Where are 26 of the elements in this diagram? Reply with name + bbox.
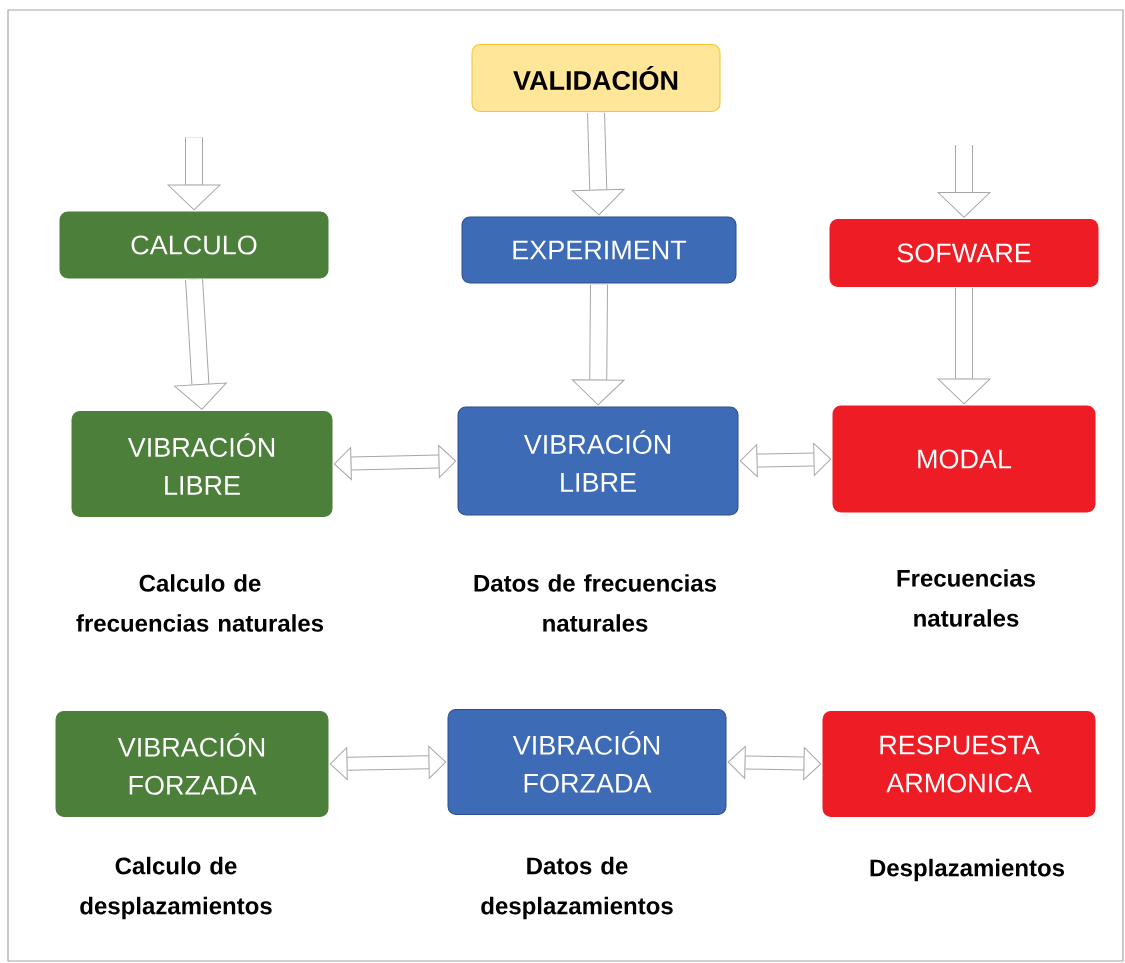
process-box: VIBRACIÓN LIBRE: [71, 411, 333, 517]
caption-text: Frecuencias naturales: [897, 569, 1036, 627]
caption-text: Datos de desplazamientos: [481, 856, 673, 920]
hollow-arrow: [937, 288, 991, 405]
caption-text: Calculo de desplazamientos: [80, 856, 272, 920]
hollow-arrow: [727, 745, 822, 781]
caption-text: Desplazamientos: [870, 858, 1065, 882]
caption-text: Datos de frecuencias naturales: [474, 574, 717, 632]
hollow-arrow: [937, 145, 991, 218]
process-box: MODAL: [832, 405, 1096, 513]
title-box: EXPERIMENT: [461, 216, 737, 284]
process-box: RESPUESTA ARMONICA: [822, 711, 1096, 817]
hollow-arrow: [571, 112, 625, 216]
hollow-arrow: [571, 284, 625, 406]
hollow-arrow: [174, 278, 227, 410]
process-box: VIBRACIÓN LIBRE: [457, 406, 739, 516]
title-box: VALIDACIÓN: [471, 44, 721, 112]
process-box: VIBRACIÓN FORZADA: [447, 709, 727, 815]
title-box: SOFWARE: [829, 219, 1099, 287]
hollow-arrow: [329, 745, 447, 781]
hollow-arrow: [167, 137, 221, 211]
caption-text: Calculo de frecuencias naturales: [76, 574, 324, 632]
process-box: VIBRACIÓN FORZADA: [55, 711, 329, 817]
title-box: CALCULO: [59, 211, 329, 279]
hollow-arrow: [739, 442, 832, 478]
hollow-arrow: [333, 445, 457, 480]
